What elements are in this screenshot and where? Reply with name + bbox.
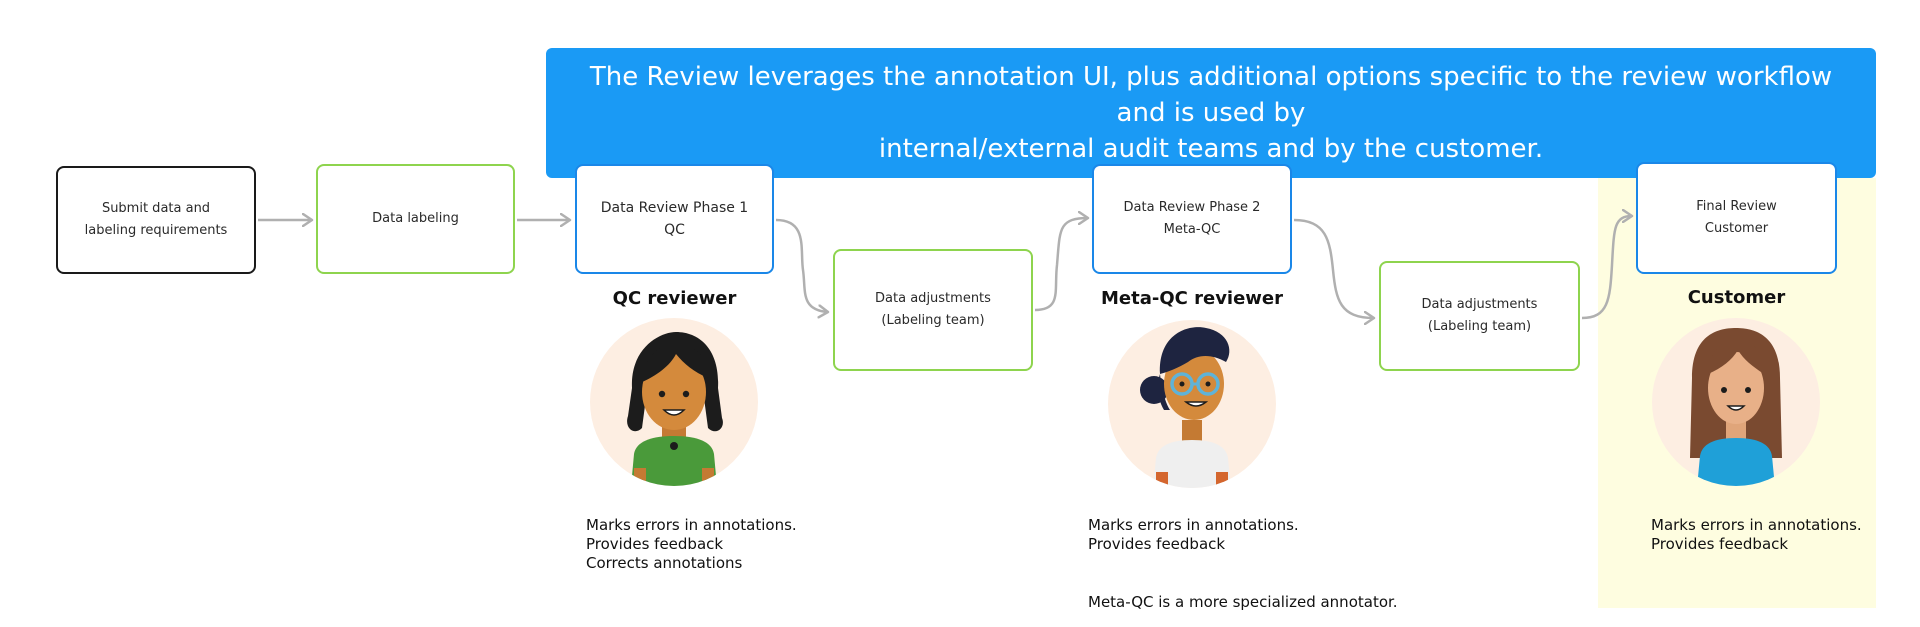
banner-line-2: internal/external audit teams and by the… — [878, 134, 1544, 164]
role-title-meta-qc: Meta-QC reviewer — [1100, 288, 1284, 309]
step-data-adjustments-2: Data adjustments (Labeling team) — [1379, 261, 1580, 371]
meta-qc-note: Meta-QC is a more specialized annotator. — [1088, 593, 1398, 611]
step-adjust2-line-1: Data adjustments — [1421, 297, 1538, 312]
qc-desc-line-3: Corrects annotations — [586, 554, 743, 572]
step-review-phase-2: Data Review Phase 2 Meta-QC — [1092, 164, 1292, 274]
role-title-qc: QC reviewer — [612, 288, 737, 309]
qc-desc-line-2: Provides feedback — [586, 535, 724, 553]
arrow-review2-to-adjust2 — [1293, 218, 1374, 318]
role-title-customer: Customer — [1687, 287, 1786, 308]
arrow-adjust1-to-review2 — [1034, 218, 1088, 312]
step-submit-line-1: Submit data and — [101, 201, 211, 216]
step-data-adjustments-1: Data adjustments (Labeling team) — [833, 249, 1033, 371]
step-review2-line-2: Meta-QC — [1163, 222, 1221, 237]
customer-avatar — [1652, 318, 1820, 486]
step-final-line-1: Final Review — [1696, 199, 1777, 214]
meta-qc-reviewer-description: Marks errors in annotations. Provides fe… — [1088, 516, 1299, 554]
step-review2-line-1: Data Review Phase 2 — [1123, 200, 1261, 215]
step-final-line-2: Customer — [1704, 221, 1769, 236]
step-submit-line-2: labeling requirements — [84, 223, 228, 238]
step-review-phase-1: Data Review Phase 1 QC — [575, 164, 774, 274]
qc-reviewer-description: Marks errors in annotations. Provides fe… — [586, 516, 797, 573]
meta-qc-desc-line-2: Provides feedback — [1088, 535, 1226, 553]
qc-desc-line-1: Marks errors in annotations. — [586, 516, 797, 534]
arrow-review1-to-adjust1 — [775, 218, 828, 312]
step-adjust1-line-2: (Labeling team) — [881, 313, 985, 328]
customer-desc-line-2: Provides feedback — [1651, 535, 1789, 553]
step-adjust2-line-2: (Labeling team) — [1427, 319, 1532, 334]
step-final-review: Final Review Customer — [1636, 162, 1837, 274]
meta-qc-desc-line-1: Marks errors in annotations. — [1088, 516, 1299, 534]
step-labeling-line-1: Data labeling — [372, 211, 459, 226]
meta-qc-reviewer-avatar — [1108, 320, 1276, 488]
step-review1-line-1: Data Review Phase 1 — [600, 200, 749, 216]
qc-reviewer-avatar — [590, 318, 758, 486]
step-data-labeling: Data labeling — [316, 164, 515, 274]
customer-desc-line-1: Marks errors in annotations. — [1651, 516, 1862, 534]
step-review1-line-2: QC — [664, 222, 685, 238]
banner-line-1: The Review leverages the annotation UI, … — [589, 62, 1833, 128]
review-banner: The Review leverages the annotation UI, … — [546, 48, 1876, 178]
customer-description: Marks errors in annotations. Provides fe… — [1651, 516, 1862, 554]
step-submit-data: Submit data and labeling requirements — [56, 166, 256, 274]
step-adjust1-line-1: Data adjustments — [875, 291, 991, 306]
